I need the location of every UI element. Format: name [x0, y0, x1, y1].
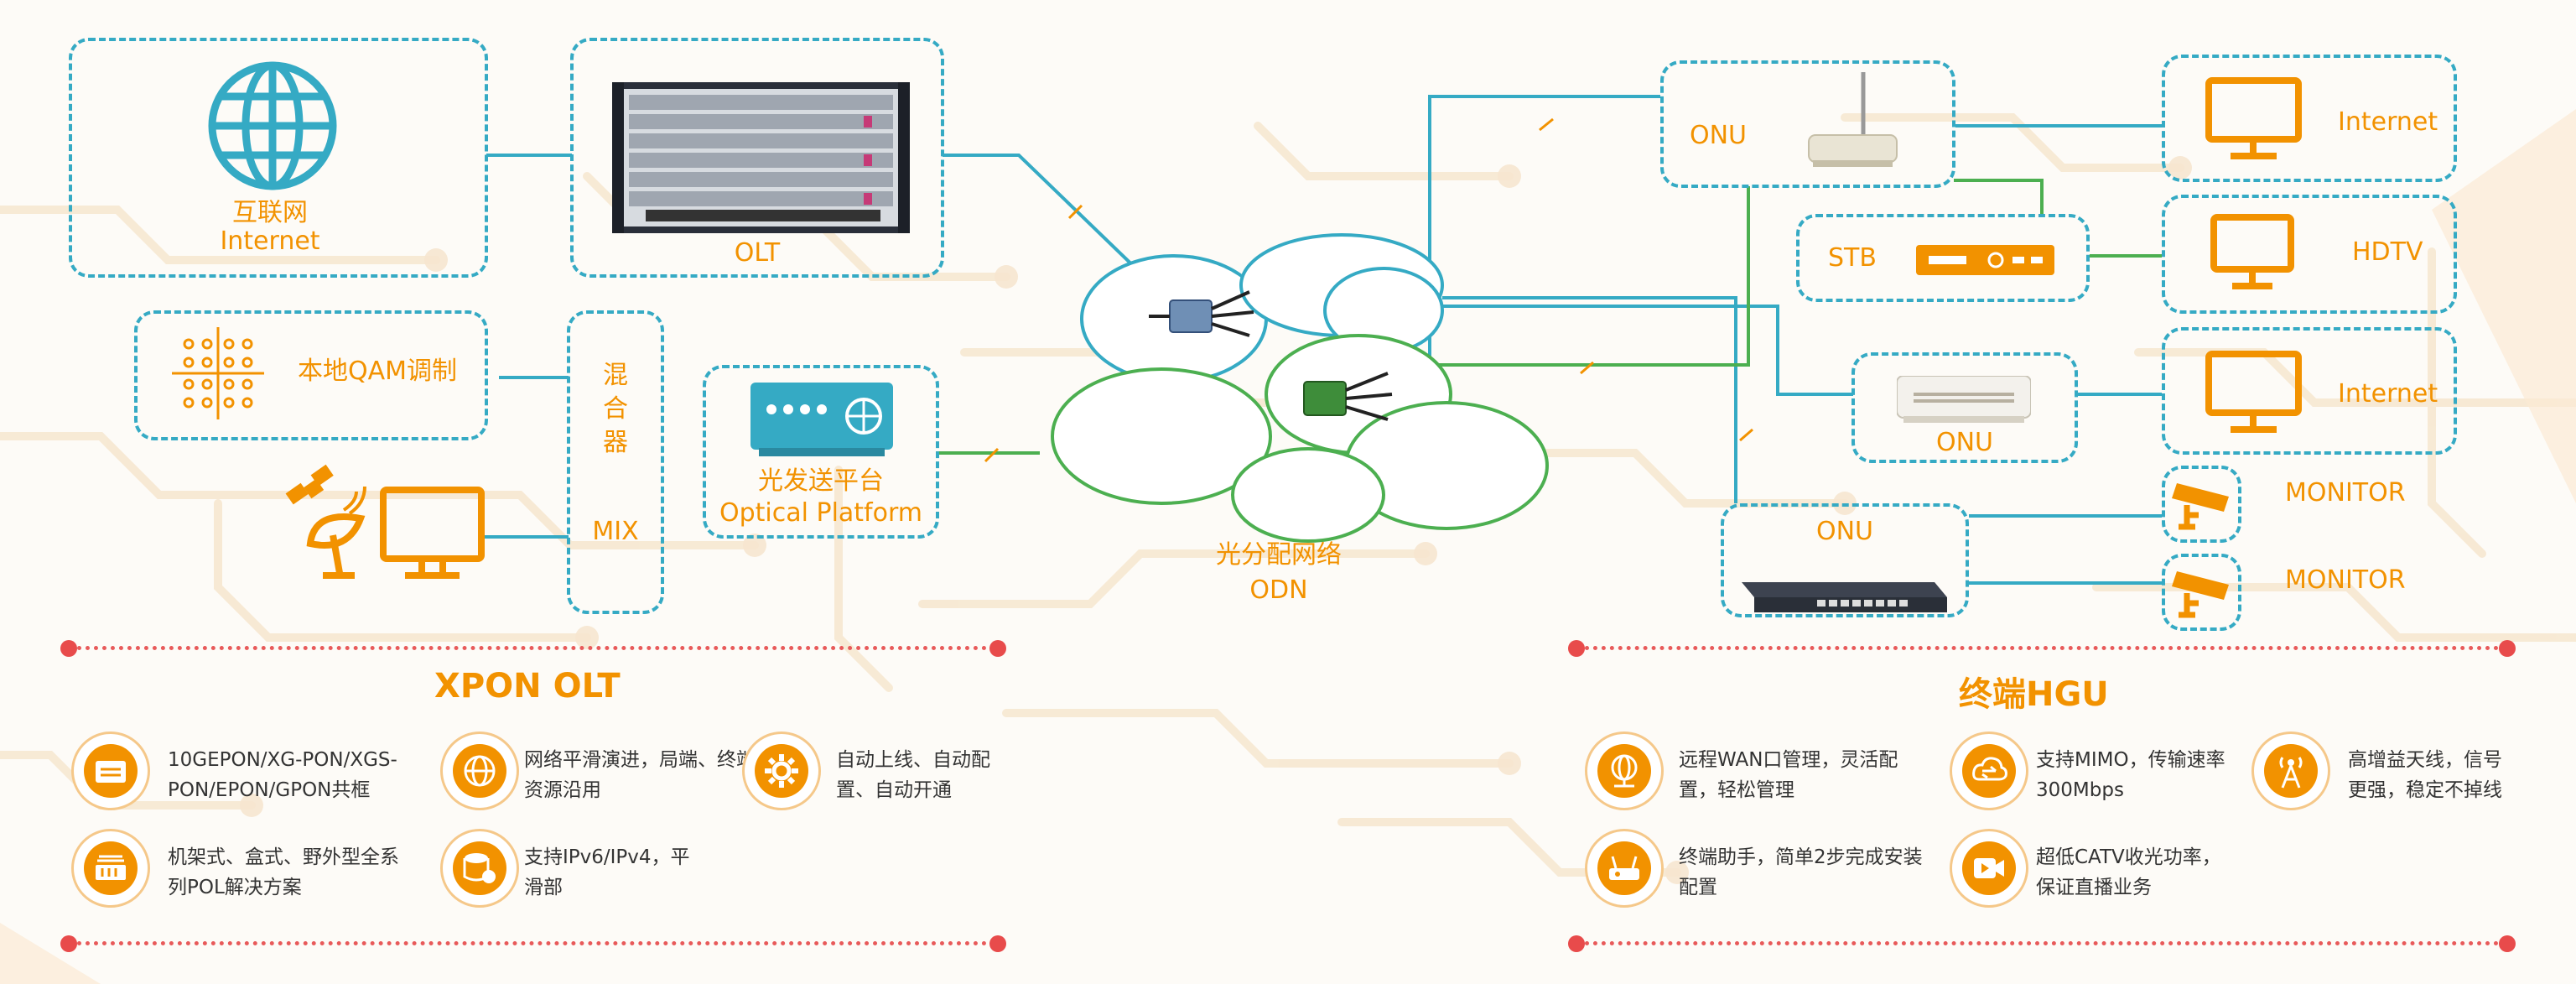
- right-feature-2-icon: [1950, 731, 2028, 810]
- left-feature-3-text: 自动上线、自动配置、自动开通: [836, 749, 990, 801]
- set-top-box-icon: [1916, 245, 2054, 275]
- onu-box-2: [1852, 352, 2078, 463]
- divider-dot: [989, 640, 1006, 657]
- internet-en-label: Internet: [220, 226, 320, 256]
- splitter-green-icon: [1303, 372, 1393, 421]
- olt-chassis-icon: [612, 82, 910, 233]
- tv-icon: [2210, 214, 2294, 289]
- olt-label: OLT: [734, 238, 781, 268]
- olt-box: [570, 38, 944, 278]
- divider-dot: [1568, 640, 1585, 657]
- divider-line: [1585, 646, 2507, 650]
- monitor-icon: [2205, 77, 2302, 159]
- internet-cn-label: 互联网: [232, 198, 308, 227]
- left-feature-2-icon: [440, 731, 519, 810]
- left-section-title: XPON OLT: [434, 667, 621, 705]
- monitor-camera-box-1: [2162, 466, 2241, 543]
- qam-box: [134, 310, 488, 440]
- odn-cn-label: 光分配网络: [1216, 540, 1342, 570]
- internet-box-right-2: [2162, 327, 2457, 455]
- divider-dot: [1568, 935, 1585, 952]
- optical-en-label: Optical Platform: [719, 498, 923, 528]
- cloud-green: [1051, 334, 1549, 543]
- internet-r2-label: Internet: [2338, 379, 2438, 409]
- monitor-camera-box-2: [2162, 554, 2241, 631]
- mix-en-label: MIX: [592, 517, 639, 546]
- divider-dot: [989, 935, 1006, 952]
- monitor-icon: [2205, 351, 2302, 433]
- optical-cn-label: 光发送平台: [758, 466, 884, 496]
- left-feature-5-icon: [440, 829, 519, 908]
- divider-line: [1585, 941, 2507, 945]
- satellite-dish-icon: [285, 464, 366, 579]
- onu-device-icon: [1897, 376, 2031, 423]
- monitor1-label: MONITOR: [2285, 478, 2406, 508]
- internet-r1-label: Internet: [2338, 107, 2438, 137]
- hdtv-label: HDTV: [2352, 237, 2423, 267]
- onu-box-1: [1660, 60, 1955, 188]
- switch-device-icon: [1742, 582, 1947, 612]
- optical-platform-box: [703, 365, 939, 539]
- right-feature-4-text: 终端助手，简单2步完成安装配置: [1679, 846, 1923, 898]
- onu-box-3: [1721, 503, 1969, 617]
- stb-label: STB: [1828, 243, 1877, 273]
- divider-dot: [60, 935, 77, 952]
- right-feature-5-text: 超低CATV收光功率，保证直播业务: [2036, 846, 2221, 898]
- monitor2-label: MONITOR: [2285, 565, 2406, 595]
- globe-icon: [208, 61, 337, 190]
- left-feature-2-text: 网络平滑演进，局端、终端资源沿用: [524, 749, 756, 801]
- onu3-label: ONU: [1815, 517, 1873, 546]
- odn-en-label: ODN: [1249, 575, 1308, 605]
- left-feature-1-text: 10GEPON/XG-PON/XGS-PON/EPON/GPON共框: [168, 749, 397, 801]
- security-camera-icon: [2172, 571, 2229, 618]
- right-feature-1-icon: [1585, 731, 1664, 810]
- onu1-label: ONU: [1690, 121, 1748, 150]
- tv-icon: [380, 487, 485, 579]
- right-feature-3-text: 高增益天线，信号更强，稳定不掉线: [2348, 749, 2502, 801]
- qam-grid-icon: [172, 327, 264, 419]
- divider-line: [77, 941, 995, 945]
- right-feature-1-text: 远程WAN口管理，灵活配置，轻松管理: [1679, 749, 1898, 801]
- mix-cn-label: 混合器: [603, 361, 628, 457]
- left-feature-5-text: 支持IPv6/IPv4，平滑部: [524, 846, 690, 898]
- right-feature-4-icon: [1585, 829, 1664, 908]
- left-feature-4-text: 机架式、盒式、野外型全系列POL解决方案: [168, 846, 399, 898]
- onu2-label: ONU: [1935, 428, 1993, 457]
- internet-box-right-1: [2162, 55, 2457, 182]
- optical-transmitter-icon: [750, 383, 893, 456]
- right-section-title: 终端HGU: [1959, 675, 2109, 714]
- divider-line: [77, 646, 995, 650]
- divider-dot: [2499, 935, 2516, 952]
- wifi-router-icon: [1808, 72, 1898, 167]
- divider-dot: [2499, 640, 2516, 657]
- hdtv-box: [2162, 195, 2457, 314]
- left-feature-1-icon: [71, 731, 150, 810]
- left-feature-4-icon: [71, 829, 150, 908]
- right-feature-2-text: 支持MIMO，传输速率300Mbps: [2036, 749, 2225, 801]
- qam-label: 本地QAM调制: [298, 357, 458, 386]
- divider-dot: [60, 640, 77, 657]
- right-feature-5-icon: [1950, 829, 2028, 908]
- left-feature-3-icon: [742, 731, 821, 810]
- security-camera-icon: [2172, 483, 2229, 530]
- splitter-blue-icon: [1149, 290, 1254, 337]
- stb-box: [1796, 214, 2090, 302]
- right-feature-3-icon: [2251, 731, 2330, 810]
- internet-box: [69, 38, 488, 278]
- mix-box: [567, 310, 664, 614]
